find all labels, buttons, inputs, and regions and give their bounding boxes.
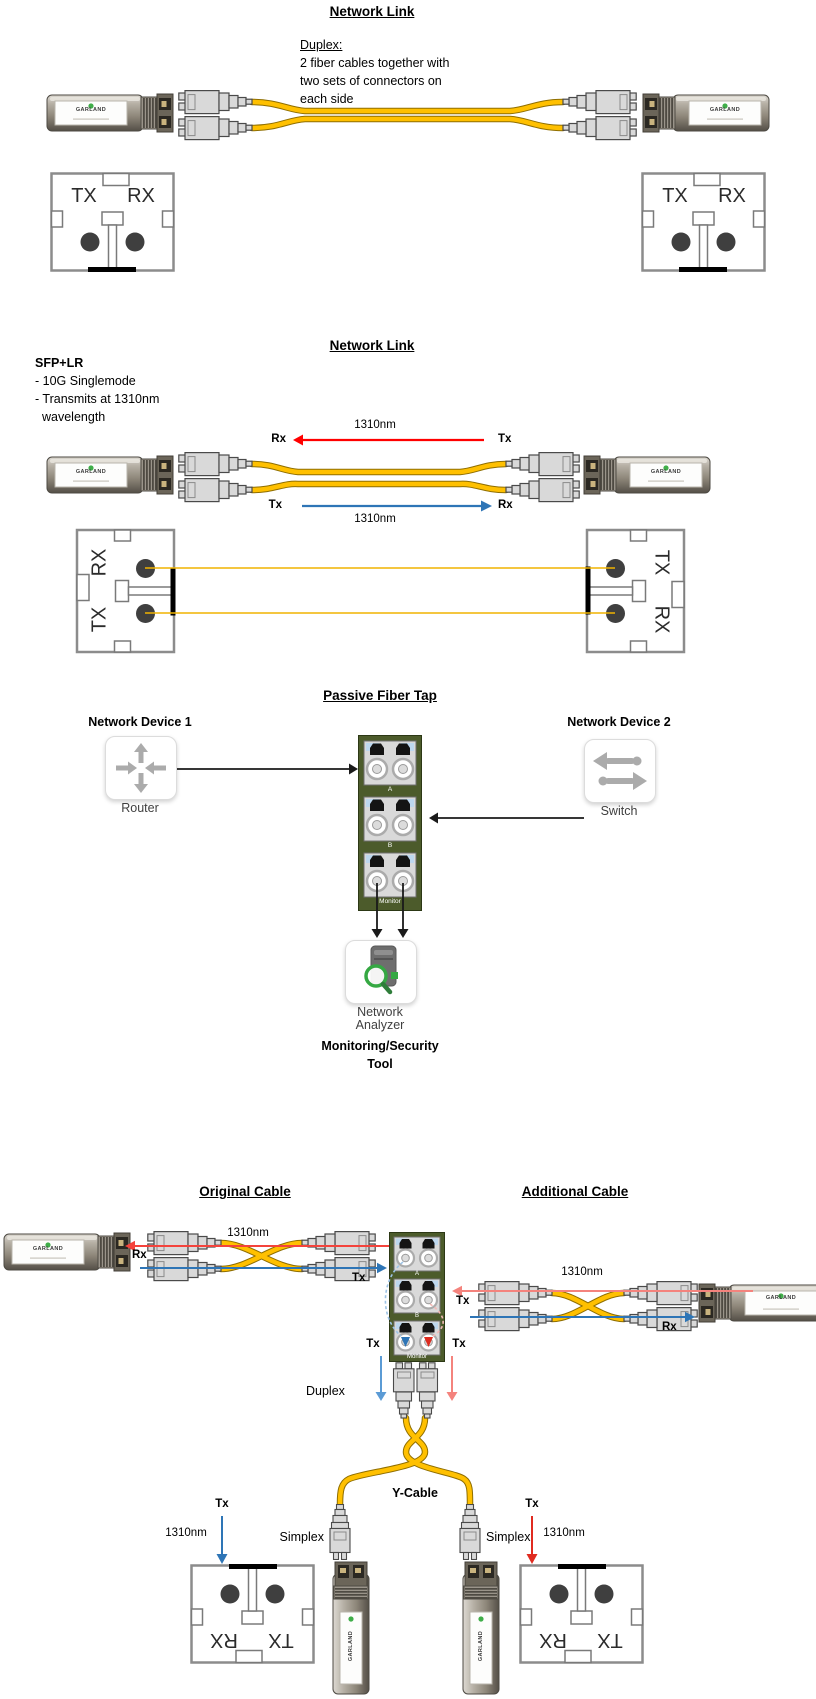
wavelength-label: 1310nm <box>227 1227 269 1239</box>
wavelength-label: 1310nm <box>543 1527 585 1539</box>
duplex-note-line: 2 fiber cables together with <box>300 56 450 70</box>
tap-port-b-label: B <box>387 842 393 849</box>
monitor-tx-left-label: Tx <box>366 1338 380 1350</box>
additional-cable-title: Additional Cable <box>521 1184 629 1199</box>
tx-label: Tx <box>498 433 512 445</box>
duplex-label: Duplex <box>306 1384 345 1398</box>
tx-label: Tx <box>268 499 282 511</box>
simplex-right-label: Simplex <box>486 1530 531 1544</box>
tx-label: Tx <box>456 1295 470 1307</box>
section1-title: Network Link <box>329 4 415 19</box>
original-cable-title: Original Cable <box>199 1184 291 1199</box>
face-rx-label: RX <box>718 185 746 207</box>
router-label: Router <box>121 801 159 815</box>
rx-label: Rx <box>132 1249 147 1261</box>
network-device2-title: Network Device 2 <box>567 715 671 729</box>
face-rx-label: RX <box>127 185 155 207</box>
tx-label: Tx <box>525 1498 539 1510</box>
sfp-brand-label: GARLAND <box>32 1246 64 1252</box>
section2-title: Network Link <box>329 338 415 353</box>
tx-label: Tx <box>215 1498 229 1510</box>
rx-label: Rx <box>662 1321 677 1333</box>
tap-port-a-label: A <box>387 786 393 793</box>
analyzer-label-line2: Analyzer <box>355 1018 405 1032</box>
duplex-note-line: two sets of connectors on <box>300 74 442 88</box>
duplex-note-heading: Duplex: <box>300 38 343 52</box>
wavelength-label: 1310nm <box>354 513 396 525</box>
rx-label: Rx <box>271 433 286 445</box>
wavelength-label: 1310nm <box>561 1266 603 1278</box>
switch-card <box>584 739 656 803</box>
wavelength-label: 1310nm <box>354 419 396 431</box>
sfp-brand-label: GARLAND <box>709 107 741 113</box>
face-tx-label: TX <box>662 185 688 207</box>
tap-port-a-label: A <box>414 1271 419 1277</box>
simplex-left-label: Simplex <box>279 1530 324 1544</box>
rx-label: Rx <box>498 499 513 511</box>
sfp-bullet: - 10G Singlemode <box>35 374 136 388</box>
section3-title: Passive Fiber Tap <box>323 688 437 703</box>
duplex-note-line: each side <box>300 92 354 106</box>
face-tx-label: TX <box>71 185 97 207</box>
tx-label: Tx <box>352 1272 366 1284</box>
switch-label: Switch <box>600 804 638 818</box>
tap-port-monitor-label: Monitor <box>379 898 401 905</box>
lc-face-diagram: TX RX <box>50 172 175 272</box>
tap-port-monitor-label: Monitor <box>406 1354 427 1360</box>
router-card <box>105 736 177 800</box>
tap-port-b-label: B <box>414 1313 419 1319</box>
wavelength-label: 1310nm <box>165 1527 207 1539</box>
monitor-tx-right-label: Tx <box>452 1338 466 1350</box>
network-device1-title: Network Device 1 <box>88 715 192 729</box>
tool-label-line1: Monitoring/Security <box>321 1039 439 1053</box>
sfp-model-label: SFP+LR <box>35 356 84 370</box>
sfp-brand-label: GARLAND <box>75 469 107 475</box>
analyzer-label-line1: Network <box>357 1005 403 1019</box>
lc-face-diagram: TX RX <box>641 172 766 272</box>
sfp-brand-label: GARLAND <box>75 107 107 113</box>
sfp-bullet: - Transmits at 1310nm <box>35 392 160 406</box>
sfp-brand-label: GARLAND <box>765 1295 797 1301</box>
ycable-label: Y-Cable <box>392 1486 438 1500</box>
sfp-brand-label: GARLAND <box>650 469 682 475</box>
sfp-bullet: wavelength <box>42 410 106 424</box>
network-analyzer-card <box>345 940 417 1004</box>
tool-label-line2: Tool <box>367 1057 393 1071</box>
